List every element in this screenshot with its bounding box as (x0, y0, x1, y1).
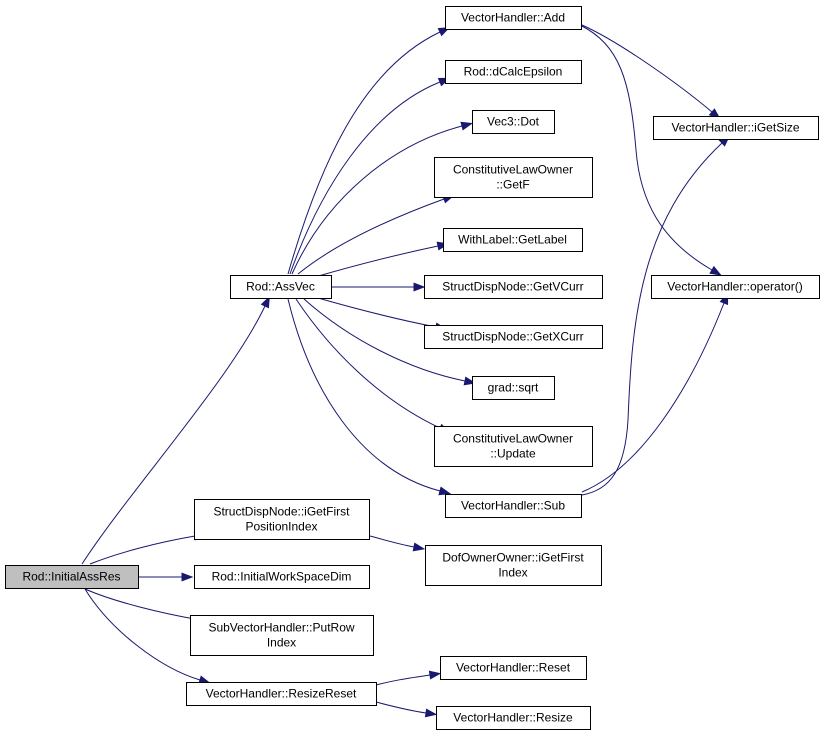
node-label: StructDispNode::iGetFirst (213, 505, 350, 519)
node-box (425, 545, 602, 586)
node-label: VectorHandler::operator() (667, 280, 802, 294)
node-operator[interactable]: VectorHandler::operator() (651, 275, 820, 299)
arrowhead (413, 282, 426, 292)
node-sub[interactable]: VectorHandler::Sub (445, 494, 582, 518)
node-label: Vec3::Dot (487, 115, 540, 129)
edge-assvec-to-update (295, 298, 451, 433)
arrowhead (260, 295, 270, 309)
node-label: ::Update (490, 447, 536, 461)
edge-assvec-to-getlabel (314, 241, 450, 278)
node-label: StructDispNode::GetXCurr (442, 330, 583, 344)
node-box (436, 706, 591, 730)
node-box (651, 275, 820, 299)
node-label: Rod::AssVec (246, 280, 315, 294)
node-box (445, 494, 582, 518)
node-label: VectorHandler::Add (461, 11, 565, 25)
node-label: WithLabel::GetLabel (458, 233, 567, 247)
node-box (194, 565, 370, 589)
node-add[interactable]: VectorHandler::Add (445, 6, 582, 30)
node-root[interactable]: Rod::InitialAssRes (5, 565, 139, 589)
node-dcalc[interactable]: Rod::dCalcEpsilon (445, 60, 582, 84)
node-resize[interactable]: VectorHandler::Resize (436, 706, 591, 730)
node-label: Rod::InitialWorkSpaceDim (212, 570, 352, 584)
edge-igetfirstpos-to-dofowner (369, 535, 426, 552)
node-label: Rod::dCalcEpsilon (464, 65, 563, 79)
node-label: DofOwnerOwner::iGetFirst (442, 551, 584, 565)
arrowhead (181, 572, 194, 582)
edges (81, 24, 731, 718)
node-label: Index (498, 566, 527, 580)
node-initws[interactable]: Rod::InitialWorkSpaceDim (194, 565, 370, 589)
node-box (445, 6, 582, 30)
arrowhead (412, 542, 426, 552)
node-sqrt[interactable]: grad::sqrt (472, 376, 555, 400)
node-getxcurr[interactable]: StructDispNode::GetXCurr (424, 325, 603, 349)
edge-root-to-igetfirstpos (89, 531, 207, 565)
node-dot[interactable]: Vec3::Dot (472, 110, 555, 134)
node-box (5, 565, 139, 589)
edge-root-to-initws (139, 572, 194, 582)
node-box (472, 110, 555, 134)
edge-assvec-to-dcalc (289, 77, 451, 275)
edge-root-to-assvec (81, 295, 270, 565)
edge-assvec-to-sub (287, 298, 452, 496)
node-label: VectorHandler::Sub (461, 499, 565, 513)
node-label: VectorHandler::iGetSize (671, 121, 799, 135)
node-box (190, 615, 374, 656)
edge-assvec-to-dot (291, 121, 474, 275)
edge-resizereset-to-reset (375, 670, 442, 686)
node-getf[interactable]: ConstitutiveLawOwner::GetF (434, 157, 593, 198)
node-label: grad::sqrt (488, 381, 539, 395)
edge-add-to-operator (579, 24, 722, 276)
node-box (424, 275, 603, 299)
node-box (186, 682, 377, 706)
node-label: VectorHandler::ResizeReset (206, 687, 357, 701)
node-box (194, 499, 370, 540)
edge-resizereset-to-resize (375, 701, 438, 718)
node-label: SubVectorHandler::PutRow (208, 621, 354, 635)
nodes: Rod::InitialAssResRod::AssVecVectorHandl… (5, 6, 820, 730)
arrowhead (460, 121, 474, 131)
node-label: VectorHandler::Resize (453, 711, 573, 725)
node-box (230, 275, 332, 299)
edge-add-to-igetsize (581, 24, 721, 120)
edge-sub-to-operator (581, 292, 729, 493)
arrowhead (709, 265, 722, 276)
node-label: Index (267, 636, 296, 650)
arrowhead (424, 708, 438, 718)
edge-assvec-to-getf (297, 194, 455, 275)
node-box (434, 157, 593, 198)
node-label: StructDispNode::GetVCurr (442, 280, 583, 294)
arrowhead (428, 670, 442, 680)
node-box (440, 656, 587, 680)
node-box (445, 60, 582, 84)
node-assvec[interactable]: Rod::AssVec (230, 275, 332, 299)
arrowhead (438, 486, 452, 496)
node-label: PositionIndex (245, 520, 317, 534)
node-reset[interactable]: VectorHandler::Reset (440, 656, 587, 680)
node-label: ConstitutiveLawOwner (453, 163, 573, 177)
node-label: ConstitutiveLawOwner (453, 432, 573, 446)
edge-root-to-resizereset (84, 588, 211, 685)
node-box (472, 376, 555, 400)
edge-sub-to-igetsize (581, 135, 731, 496)
node-box (443, 228, 583, 252)
node-box (434, 426, 593, 467)
node-getvcurr[interactable]: StructDispNode::GetVCurr (424, 275, 603, 299)
node-igetsize[interactable]: VectorHandler::iGetSize (653, 116, 819, 140)
node-label: ::GetF (496, 178, 529, 192)
node-getlabel[interactable]: WithLabel::GetLabel (443, 228, 583, 252)
node-box (424, 325, 603, 349)
node-label: Rod::InitialAssRes (22, 570, 120, 584)
node-label: VectorHandler::Reset (456, 661, 571, 675)
node-box (653, 116, 819, 140)
edge-assvec-to-getvcurr (332, 282, 426, 292)
node-resizereset[interactable]: VectorHandler::ResizeReset (186, 682, 377, 706)
node-update[interactable]: ConstitutiveLawOwner::Update (434, 426, 593, 467)
